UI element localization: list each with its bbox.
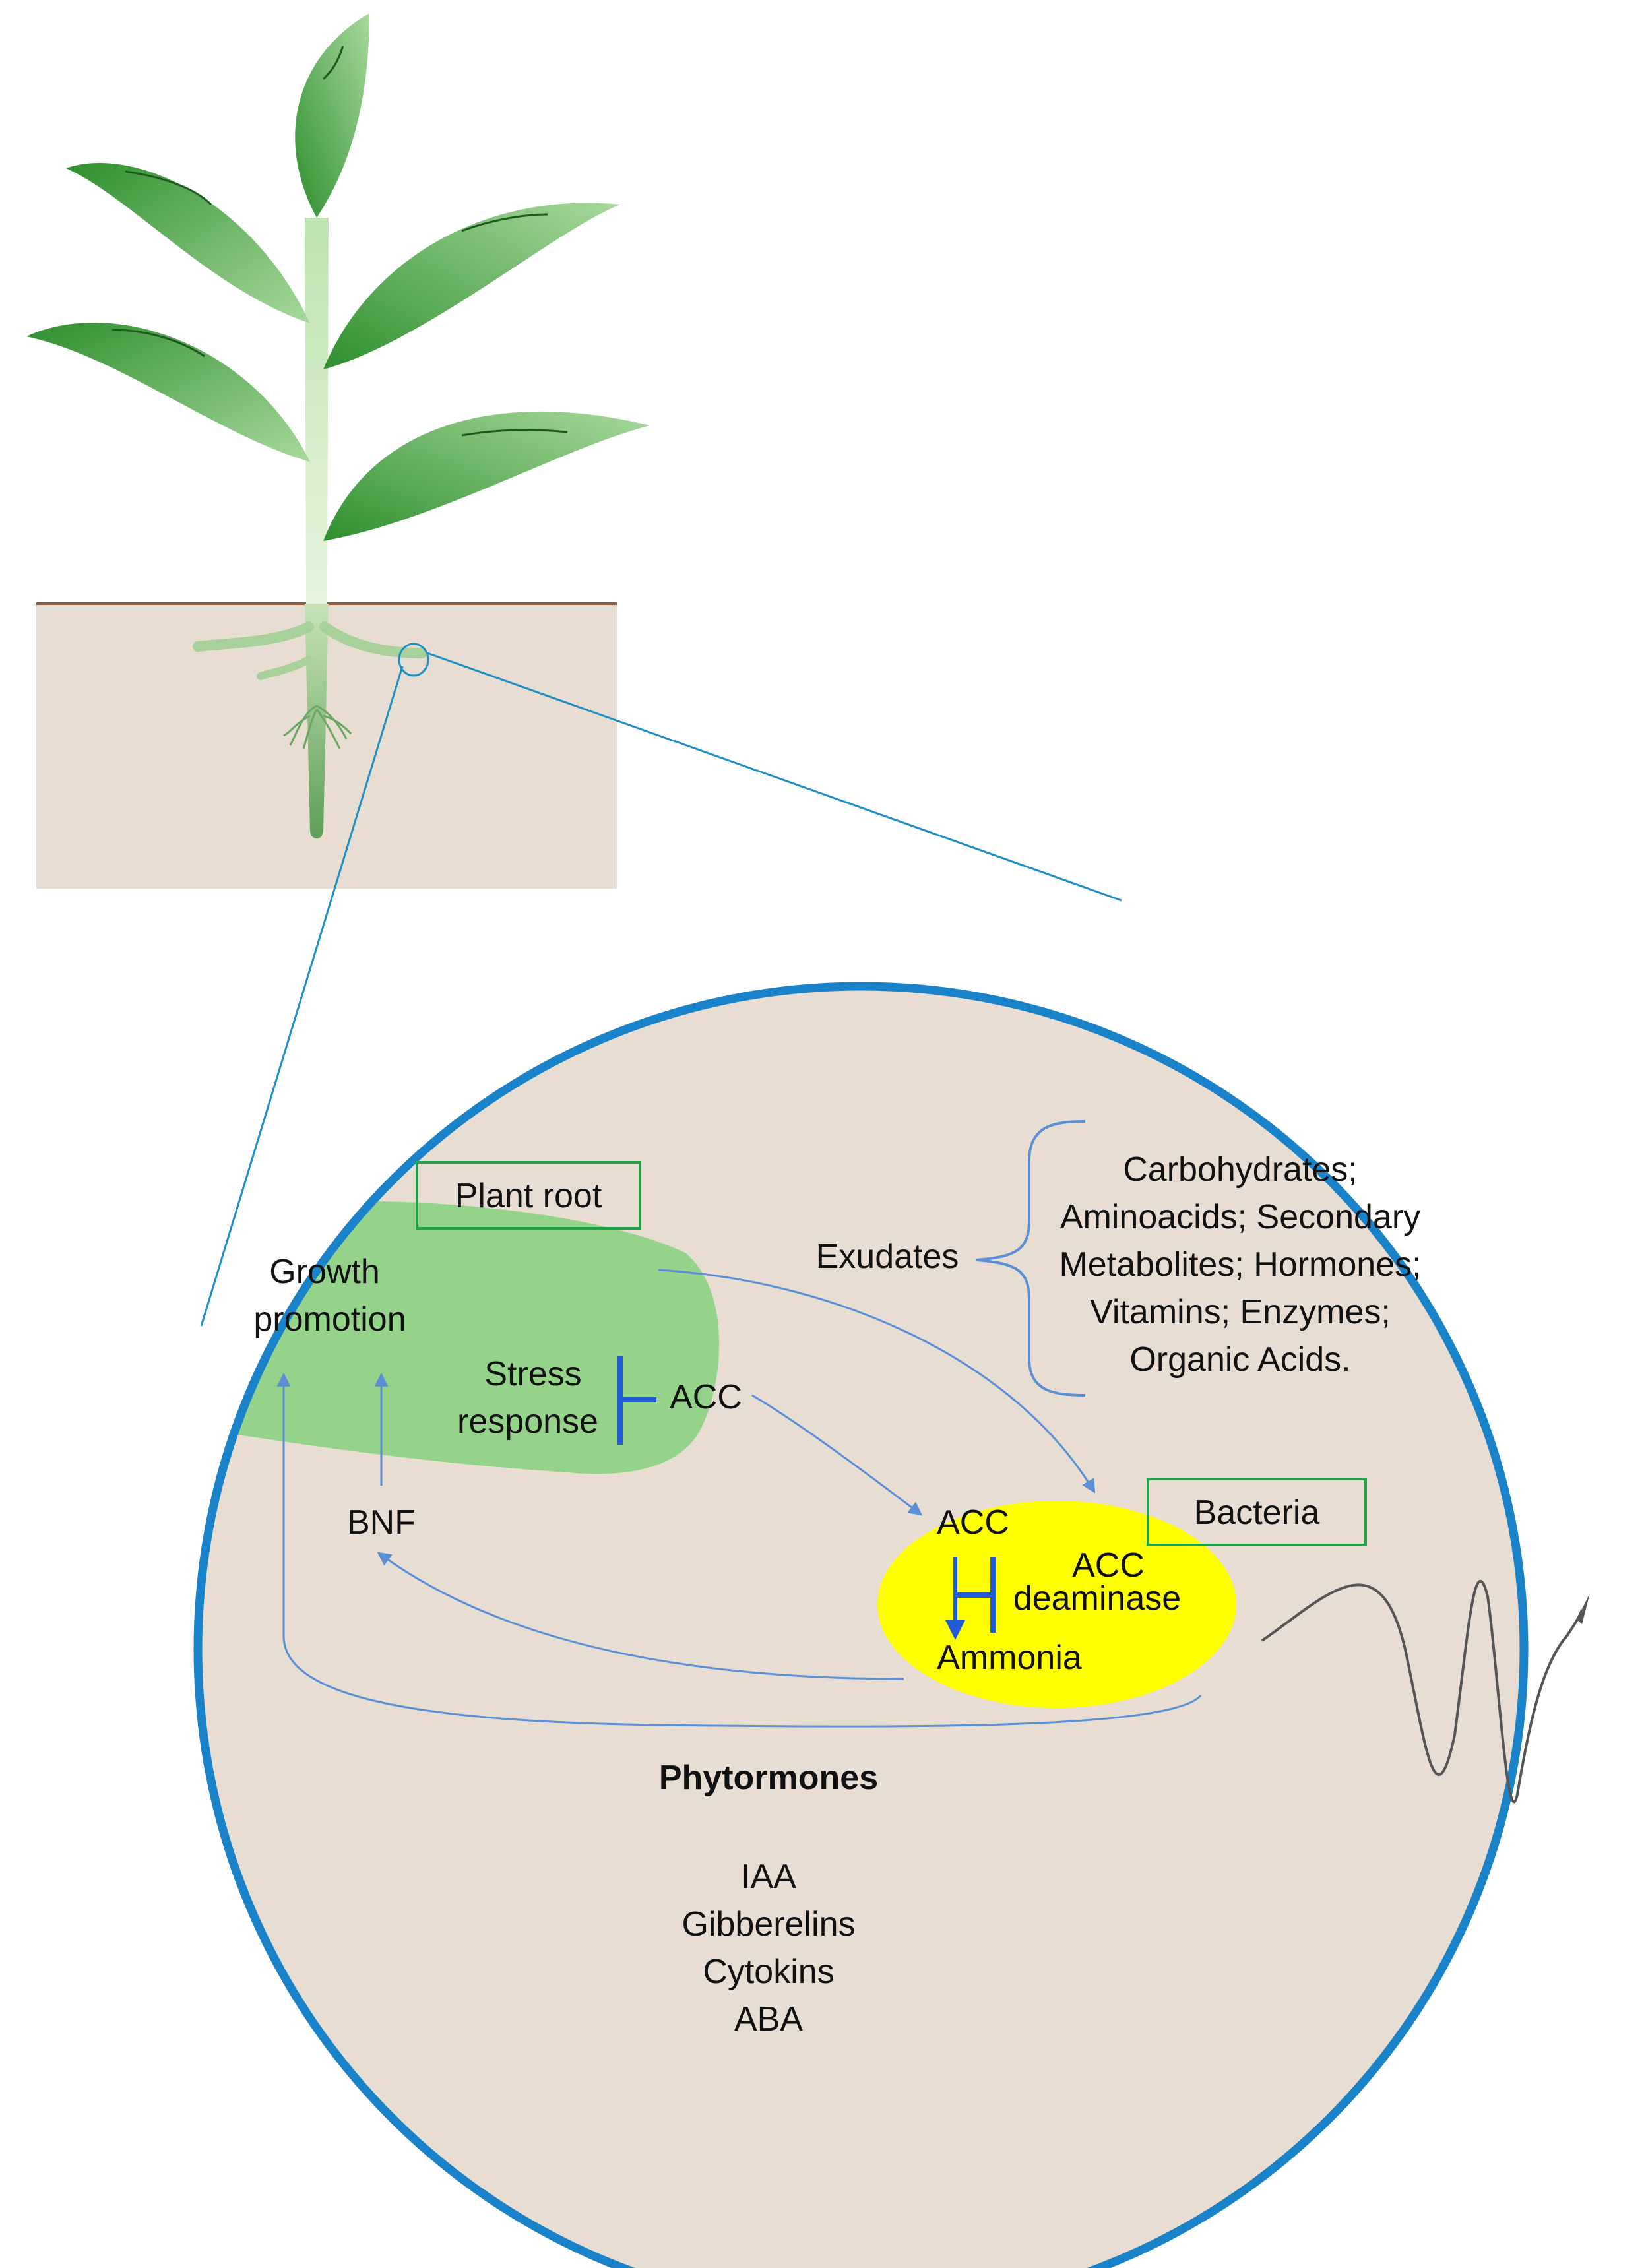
phytormone-item: Cytokins bbox=[703, 1953, 834, 1991]
zoom-line-left bbox=[200, 666, 404, 1327]
bacteria-flagellum bbox=[1261, 1579, 1583, 1804]
lateral-root-left-2 bbox=[257, 656, 313, 680]
leaf-lower-right bbox=[323, 411, 650, 541]
magnified-rhizosphere: Plant root Bacteria Exudates Carbohydrat… bbox=[193, 982, 1590, 2268]
phytormone-item: Gibberelins bbox=[681, 1905, 855, 1943]
phytormone-item: ABA bbox=[734, 2000, 803, 2038]
exudate-item: Organic Acids. bbox=[1129, 1340, 1350, 1379]
acc-root-label: ACC bbox=[670, 1378, 742, 1416]
zoom-line-right bbox=[427, 652, 1122, 902]
lateral-root-right bbox=[319, 621, 427, 658]
bacteria-label: Bacteria bbox=[1194, 1494, 1320, 1532]
exudates-brace bbox=[976, 1120, 1086, 1397]
arrow-phytormones-to-growth bbox=[276, 1372, 1202, 1728]
ammonia-label: Ammonia bbox=[937, 1639, 1082, 1677]
stress-response-label: Stress bbox=[484, 1355, 581, 1393]
exudate-item: Aminoacids; Secondary bbox=[1060, 1198, 1420, 1236]
bnf-label: BNF bbox=[347, 1503, 416, 1542]
arrow-acc-to-bacteria bbox=[751, 1394, 923, 1516]
leaf-upper-right bbox=[323, 203, 620, 369]
plant-stem bbox=[305, 218, 329, 604]
growth-promotion-label: promotion bbox=[253, 1300, 406, 1339]
phytormones-title: Phytormones bbox=[659, 1759, 878, 1797]
plant-root-label: Plant root bbox=[455, 1177, 602, 1215]
exudate-item: Metabolites; Hormones; bbox=[1059, 1245, 1421, 1284]
phytormone-item: IAA bbox=[741, 1858, 796, 1896]
acc-deaminase-label: deaminase bbox=[1013, 1579, 1181, 1618]
exudates-label: Exudates bbox=[816, 1238, 959, 1276]
acc-deaminase-label: ACC bbox=[1072, 1546, 1145, 1585]
acc-bacteria-label: ACC bbox=[937, 1503, 1009, 1542]
rhizosphere-circle-border bbox=[193, 982, 1529, 2268]
leaf-top bbox=[295, 13, 369, 218]
arrow-root-to-bacteria bbox=[658, 1269, 1096, 1494]
inhibit-acc-stress bbox=[617, 1356, 656, 1445]
deaminase-conversion bbox=[945, 1557, 996, 1640]
bacteria-cell bbox=[877, 1501, 1236, 1708]
plant-root-box bbox=[416, 1161, 641, 1230]
growth-promotion-label: Growth bbox=[269, 1253, 380, 1291]
zoom-marker bbox=[398, 643, 429, 677]
stress-response-label: response bbox=[457, 1402, 598, 1441]
leaf-lower-left bbox=[26, 322, 310, 462]
exudate-item: Vitamins; Enzymes; bbox=[1090, 1293, 1391, 1331]
lateral-root-left bbox=[193, 621, 314, 652]
leaf-upper-left bbox=[66, 162, 310, 323]
exudate-item: Carbohydrates; bbox=[1123, 1150, 1358, 1189]
arrow-bacteria-to-bnf bbox=[377, 1552, 904, 1680]
bacteria-box bbox=[1147, 1478, 1367, 1546]
plant-illustration bbox=[26, 13, 650, 889]
root-hairs bbox=[283, 705, 352, 749]
